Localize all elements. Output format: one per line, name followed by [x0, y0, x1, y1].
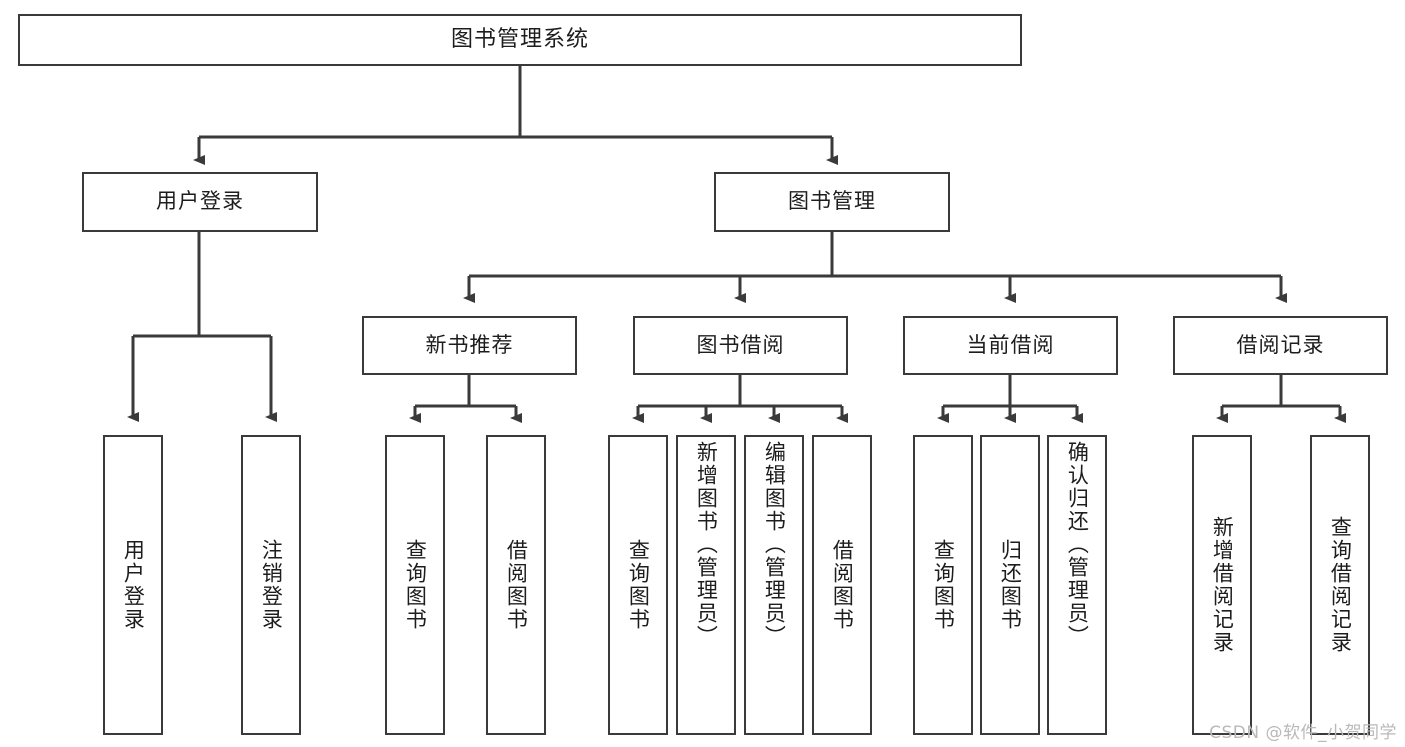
leaf-inner: 查询图书	[610, 437, 666, 733]
node-label: 图书借阅	[696, 332, 785, 357]
node-label: 归还图书	[998, 539, 1023, 631]
node-leaf-query-book-3[interactable]: 查询图书	[913, 435, 973, 735]
node-label: 借阅记录	[1236, 332, 1325, 357]
leaf-inner: 新增借阅记录	[1194, 437, 1250, 733]
node-leaf-user-login[interactable]: 用户登录	[103, 435, 163, 735]
leaf-inner: 编辑图书（管理员）	[746, 437, 802, 737]
node-leaf-logout[interactable]: 注销登录	[241, 435, 301, 735]
leaf-inner: 新增图书（管理员）	[678, 437, 734, 737]
leaf-inner: 借阅图书	[488, 437, 544, 733]
node-leaf-query-book-1[interactable]: 查询图书	[385, 435, 445, 735]
node-book-borrow[interactable]: 图书借阅	[633, 316, 848, 375]
node-label: 查询图书	[626, 539, 651, 631]
node-label: 查询图书	[403, 539, 428, 631]
leaf-inner: 借阅图书	[814, 437, 870, 733]
node-label: 确认归还（管理员）	[1065, 441, 1090, 648]
node-label: 编辑图书（管理员）	[762, 441, 787, 648]
node-current-borrow[interactable]: 当前借阅	[903, 316, 1118, 375]
leaf-inner: 确认归还（管理员）	[1049, 437, 1105, 737]
node-label: 借阅图书	[504, 539, 529, 631]
node-label: 借阅图书	[830, 539, 855, 631]
node-leaf-query-book-2[interactable]: 查询图书	[608, 435, 668, 735]
node-label: 新增借阅记录	[1210, 516, 1235, 654]
leaf-inner: 查询借阅记录	[1312, 437, 1368, 733]
node-label: 注销登录	[259, 539, 284, 631]
node-label: 用户登录	[156, 189, 244, 214]
node-borrow-record[interactable]: 借阅记录	[1173, 316, 1388, 375]
node-book-management[interactable]: 图书管理	[714, 172, 950, 232]
leaf-inner: 查询图书	[387, 437, 443, 733]
node-label: 新增图书（管理员）	[694, 441, 719, 648]
node-leaf-confirm-return-admin[interactable]: 确认归还（管理员）	[1047, 435, 1107, 735]
leaf-inner: 注销登录	[243, 437, 299, 733]
leaf-inner: 归还图书	[982, 437, 1038, 733]
node-label: 用户登录	[121, 539, 146, 631]
node-label: 图书管理系统	[450, 26, 589, 52]
node-leaf-borrow-book-2[interactable]: 借阅图书	[812, 435, 872, 735]
leaf-inner: 查询图书	[915, 437, 971, 733]
node-leaf-borrow-book-1[interactable]: 借阅图书	[486, 435, 546, 735]
node-label: 图书管理	[788, 189, 876, 214]
node-leaf-return-book[interactable]: 归还图书	[980, 435, 1040, 735]
node-leaf-add-borrow-record[interactable]: 新增借阅记录	[1192, 435, 1252, 735]
watermark: CSDN @软件_小贺同学	[1209, 723, 1397, 743]
node-leaf-edit-book-admin[interactable]: 编辑图书（管理员）	[744, 435, 804, 735]
node-new-book-recommend[interactable]: 新书推荐	[362, 316, 577, 375]
leaf-inner: 用户登录	[105, 437, 161, 733]
node-user-login[interactable]: 用户登录	[82, 172, 318, 232]
node-label: 查询借阅记录	[1328, 516, 1353, 654]
node-root-system[interactable]: 图书管理系统	[18, 14, 1022, 66]
node-leaf-add-book-admin[interactable]: 新增图书（管理员）	[676, 435, 736, 735]
node-label: 查询图书	[931, 539, 956, 631]
node-label: 新书推荐	[425, 332, 514, 357]
node-label: 当前借阅	[966, 332, 1055, 357]
node-leaf-query-borrow-record[interactable]: 查询借阅记录	[1310, 435, 1370, 735]
